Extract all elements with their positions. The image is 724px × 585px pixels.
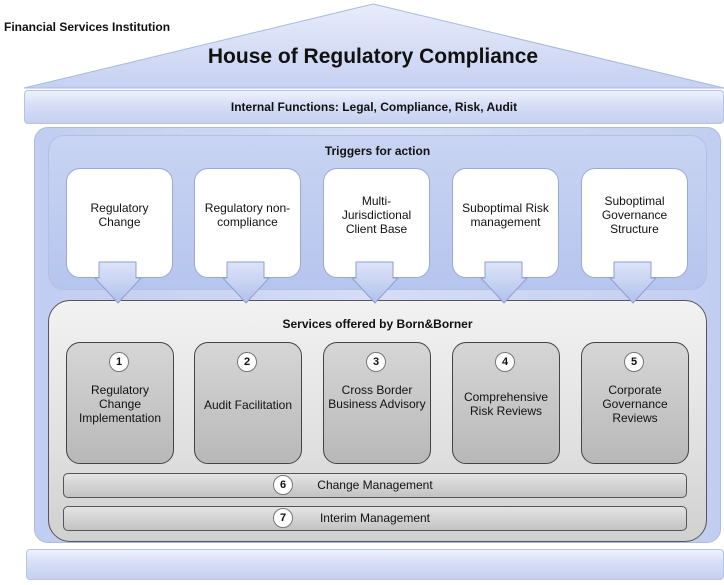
- internal-functions-label: Internal Functions: Legal, Compliance, R…: [230, 100, 518, 114]
- number-badge: 2: [237, 352, 257, 372]
- service-label: Regulatory Change Implementation: [78, 383, 162, 425]
- service-label: Corporate Governance Reviews: [602, 383, 668, 425]
- service-card: 4 Comprehensive Risk Reviews: [452, 342, 560, 464]
- page-title: House of Regulatory Compliance: [207, 45, 539, 68]
- trigger-card: Multi-Jurisdictional Client Base: [323, 168, 430, 278]
- service-card: 3 Cross Border Business Advisory: [323, 342, 431, 464]
- interim-management-bar: Interim Management 7: [63, 506, 687, 531]
- service-card: 5 Corporate Governance Reviews: [581, 342, 689, 464]
- number-badge: 4: [495, 352, 515, 372]
- service-label: Comprehensive Risk Reviews: [463, 390, 549, 418]
- service-label: Cross Border Business Advisory: [328, 383, 426, 411]
- trigger-label: Suboptimal Risk management: [462, 201, 549, 229]
- trigger-label: Suboptimal Governance Structure: [601, 194, 668, 236]
- service-label: Audit Facilitation: [203, 398, 293, 412]
- triggers-title: Triggers for action: [324, 144, 431, 158]
- foundation-band: [26, 549, 724, 580]
- number-badge: 5: [624, 352, 644, 372]
- services-title: Services offered by Born&Borner: [282, 317, 473, 331]
- trigger-label: Multi-Jurisdictional Client Base: [341, 194, 412, 236]
- trigger-card: Regulatory Change: [66, 168, 173, 278]
- bar-label: Interim Management: [319, 511, 431, 525]
- trigger-label: Regulatory non-compliance: [204, 201, 291, 229]
- internal-functions-band: [24, 90, 724, 124]
- trigger-card: Suboptimal Governance Structure: [581, 168, 688, 278]
- number-badge: 3: [366, 352, 386, 372]
- service-card: 1 Regulatory Change Implementation: [66, 342, 174, 464]
- bar-label: Change Management: [317, 478, 433, 492]
- change-management-bar: Change Management 6: [63, 473, 687, 498]
- trigger-label: Regulatory Change: [90, 201, 149, 229]
- roof-shape: [23, 3, 724, 89]
- institution-label: Financial Services Institution: [4, 20, 171, 34]
- service-card: 2 Audit Facilitation: [194, 342, 302, 464]
- number-badge: 1: [109, 352, 129, 372]
- trigger-card: Suboptimal Risk management: [452, 168, 559, 278]
- number-badge: 7: [273, 508, 293, 528]
- number-badge: 6: [273, 475, 293, 495]
- trigger-card: Regulatory non-compliance: [194, 168, 301, 278]
